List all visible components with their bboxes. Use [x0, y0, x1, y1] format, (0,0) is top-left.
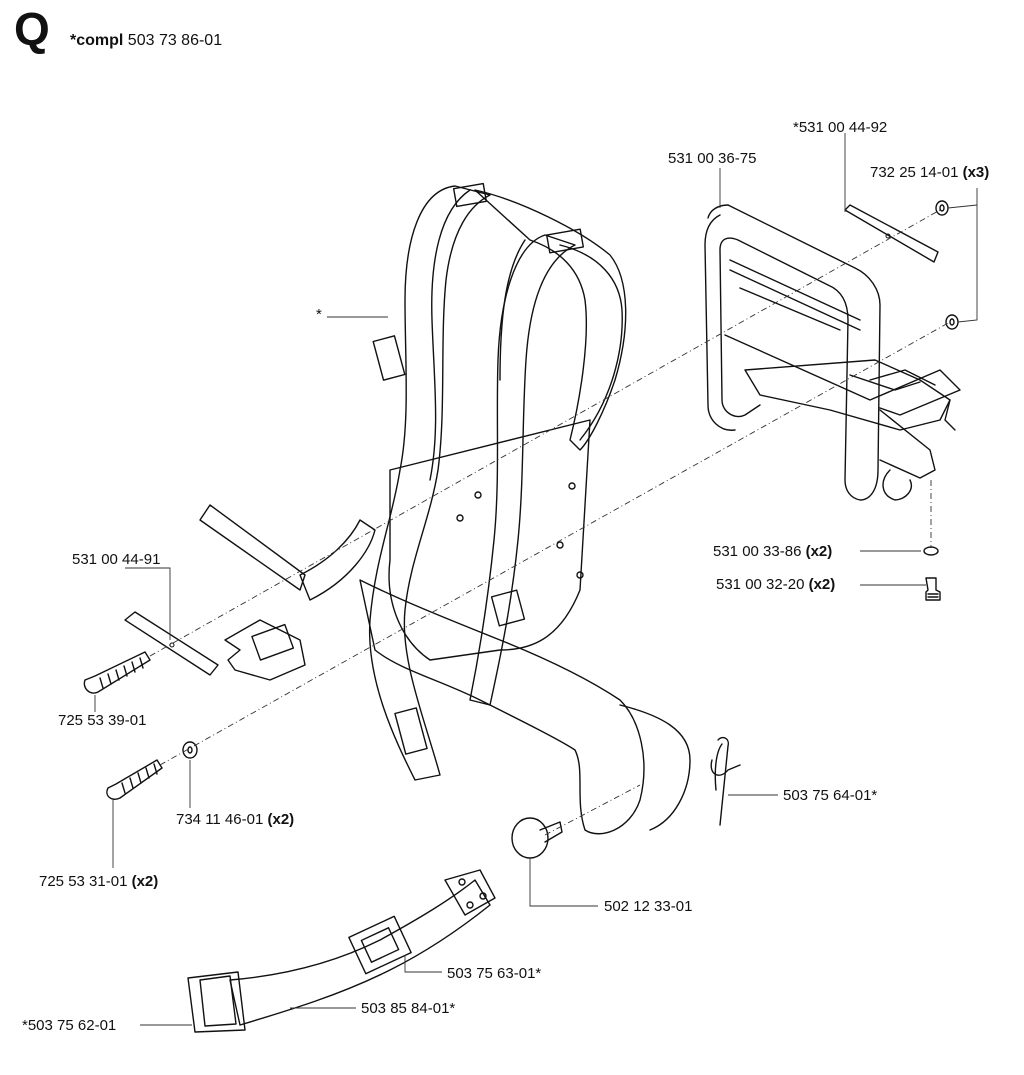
plate-right-shape — [844, 204, 939, 263]
part-label-washer-small: 531 00 33-86 (x2) — [713, 543, 833, 560]
washer-left-shape — [182, 741, 198, 759]
part-label-knob: 502 12 33-01 — [604, 898, 693, 915]
washer-small-shape — [923, 546, 939, 556]
washer-right-top-shape — [935, 200, 949, 216]
section-letter: Q — [14, 3, 50, 55]
part-label-screw-small: 531 00 32-20 (x2) — [716, 576, 836, 593]
part-label-frame-tube: 531 00 36-75 — [668, 150, 757, 167]
part-label-buckle-slider: 503 75 63-01* — [447, 965, 542, 982]
part-label-hip-belt: 503 85 84-01* — [361, 1000, 456, 1017]
hip-belt-shape — [187, 869, 496, 1033]
clip-pin-shape — [710, 736, 741, 826]
bolt-lower-shape — [106, 759, 163, 800]
plate-left-shape — [124, 611, 219, 676]
leader-lines — [94, 133, 978, 1026]
knob-shape — [511, 817, 563, 859]
washer-right-mid-shape — [945, 314, 959, 330]
compl-part-number: 503 73 86-01 — [127, 32, 223, 49]
part-label-plate-right: *531 00 44-92 — [793, 119, 888, 136]
harness-illustration — [199, 182, 691, 835]
part-label-buckle-female: *503 75 62-01 — [22, 1017, 117, 1034]
bolt-upper-shape — [83, 651, 151, 694]
part-label-washer-right: 732 25 14-01 (x3) — [870, 164, 990, 181]
frame-illustration — [704, 204, 961, 501]
compl-header: *compl 503 73 86-01 — [70, 32, 222, 50]
part-label-washer-left: 734 11 46-01 (x2) — [176, 811, 295, 828]
part-label-plate-left: 531 00 44-91 — [72, 551, 161, 568]
part-label-bolt-lower: 725 53 31-01 (x2) — [39, 873, 159, 890]
part-label-frame-asterisk: * — [316, 306, 322, 323]
part-label-bolt-upper: 725 53 39-01 — [58, 712, 147, 729]
screw-small-shape — [925, 577, 941, 601]
part-label-clip-pin: 503 75 64-01* — [783, 787, 878, 804]
compl-label: *compl — [70, 32, 124, 49]
